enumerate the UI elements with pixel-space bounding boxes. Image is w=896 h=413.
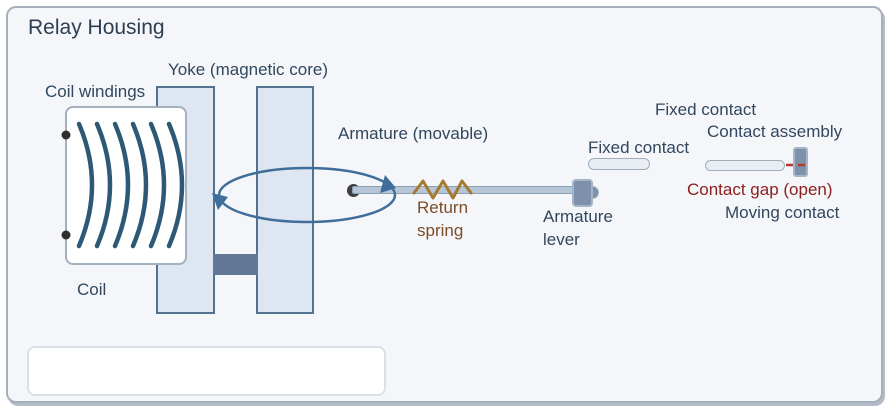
- fixed-contact-bar-right: [705, 160, 785, 171]
- label-coil-windings: Coil windings: [45, 82, 146, 101]
- coil-body: [65, 106, 187, 265]
- label-fixed-contact-lower: Fixed contact: [588, 138, 690, 157]
- label-moving-contact: Moving contact: [725, 203, 840, 222]
- label-armature-lever: Armature lever: [543, 205, 613, 251]
- label-armature-lever-line1: Armature: [543, 207, 613, 226]
- label-coil: Coil: [77, 280, 107, 299]
- caption-input[interactable]: [27, 346, 386, 396]
- moving-contact-block: [793, 147, 808, 177]
- label-fixed-contact-upper: Fixed contact: [655, 100, 757, 119]
- label-return-spring-line2: spring: [417, 221, 464, 240]
- label-armature-lever-line2: lever: [543, 230, 580, 249]
- fixed-contact-bar-left: [588, 158, 650, 170]
- diagram-title: Relay Housing: [28, 16, 165, 39]
- label-armature: Armature (movable): [338, 124, 489, 143]
- yoke-connector-bar: [213, 254, 258, 275]
- label-contact-assembly: Contact assembly: [707, 122, 843, 141]
- yoke-right-bar: [256, 86, 314, 314]
- armature-lever-block: [572, 179, 593, 207]
- label-return-spring: Return spring: [417, 196, 468, 242]
- armature-rod: [352, 186, 580, 194]
- label-return-spring-line1: Return: [417, 198, 469, 217]
- label-yoke: Yoke (magnetic core): [168, 60, 329, 79]
- label-contact-gap: Contact gap (open): [687, 180, 833, 199]
